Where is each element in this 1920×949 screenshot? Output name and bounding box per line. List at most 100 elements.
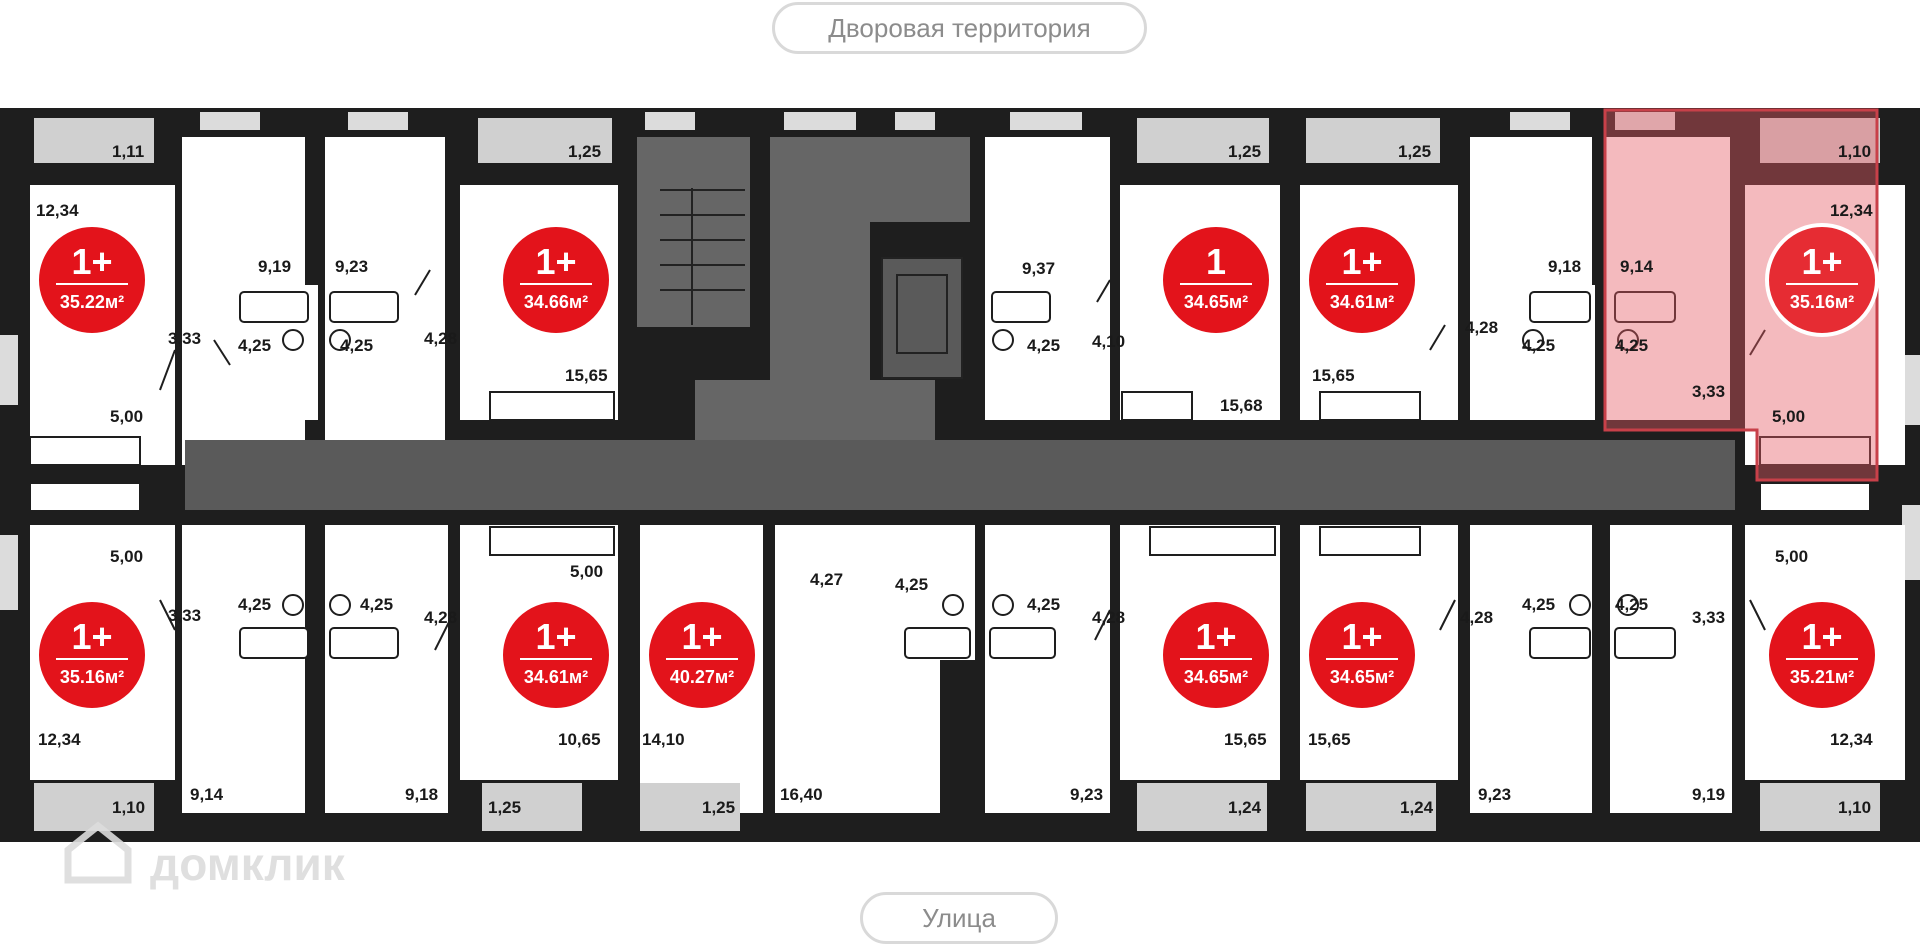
- area-label: 15,68: [1220, 396, 1263, 415]
- highlighted-apartment[interactable]: [1603, 108, 1879, 482]
- apartment-badge[interactable]: 1+ 35.21м²: [1765, 598, 1879, 712]
- area-label: 5,00: [1772, 407, 1805, 426]
- area-label: 15,65: [1312, 366, 1355, 385]
- apartment-badges: 1+35.22м²1+34.66м²134.65м²1+34.61м²1+35.…: [35, 223, 1879, 712]
- staircase-block: [637, 137, 970, 440]
- area-label: 9,19: [258, 257, 291, 276]
- area-label: 1,25: [568, 142, 601, 161]
- area-label: 9,37: [1022, 259, 1055, 278]
- area-label: 3,33: [168, 329, 201, 348]
- apartment-room-count: 1+: [1801, 241, 1842, 282]
- area-label: 3,33: [168, 606, 201, 625]
- area-label: 5,00: [1775, 547, 1808, 566]
- badge-circle: [499, 598, 613, 712]
- apartment-room-count: 1: [1206, 241, 1226, 282]
- badge-circle: [1765, 598, 1879, 712]
- area-label: 9,18: [405, 785, 438, 804]
- area-label: 1,24: [1400, 798, 1434, 817]
- area-label: 3,33: [1692, 382, 1725, 401]
- apartment-area: 40.27м²: [670, 667, 734, 687]
- area-label: 4,28: [1092, 608, 1125, 627]
- apartment-badge[interactable]: 1 34.65м²: [1159, 223, 1273, 337]
- apartment-area: 35.22м²: [60, 292, 124, 312]
- area-label: 4,25: [1615, 336, 1648, 355]
- area-label: 12,34: [1830, 201, 1873, 220]
- toilet-fixtures: [282, 329, 1639, 616]
- area-label: 5,00: [570, 562, 603, 581]
- area-label: 15,65: [565, 366, 608, 385]
- apartment-room-count: 1+: [535, 241, 576, 282]
- kitchen-counters: [29, 391, 1871, 556]
- area-label: 1,25: [488, 798, 521, 817]
- area-label: 10,65: [558, 730, 601, 749]
- area-label: 9,23: [1070, 785, 1103, 804]
- area-label: 9,23: [335, 257, 368, 276]
- area-label: 4,25: [1027, 595, 1060, 614]
- area-label: 4,25: [238, 336, 271, 355]
- apartment-room-count: 1+: [71, 616, 112, 657]
- apartment-badge[interactable]: 1+ 35.22м²: [35, 223, 149, 337]
- area-label: 4,25: [1615, 595, 1648, 614]
- apartment-badge[interactable]: 1+ 35.16м²: [35, 598, 149, 712]
- apartment-area: 35.16м²: [60, 667, 124, 687]
- area-label: 9,18: [1548, 257, 1581, 276]
- area-label: 9,23: [1478, 785, 1511, 804]
- area-label: 5,00: [110, 547, 143, 566]
- area-label: 4,25: [360, 595, 393, 614]
- area-label: 9,14: [190, 785, 224, 804]
- apartment-badge[interactable]: 1+34.61м²: [1305, 223, 1419, 337]
- area-label: 15,65: [1308, 730, 1351, 749]
- badge-circle: [1765, 223, 1879, 337]
- apartment-area: 35.21м²: [1790, 667, 1854, 687]
- badge-circle: [1159, 223, 1273, 337]
- area-label: 1,10: [1838, 798, 1871, 817]
- apartment-room-count: 1+: [1341, 616, 1382, 657]
- apartment-room-count: 1+: [1195, 616, 1236, 657]
- area-label: 1,10: [1838, 142, 1871, 161]
- area-label: 1,10: [112, 798, 145, 817]
- side-window: [1902, 355, 1920, 425]
- badge-circle: [35, 598, 149, 712]
- area-label: 15,65: [1224, 730, 1267, 749]
- apartment-badge[interactable]: 1+ 40.27м²: [645, 598, 759, 712]
- area-label: 1,25: [702, 798, 735, 817]
- apartment-badge[interactable]: 1+ 35.16м²: [1765, 223, 1879, 337]
- area-label: 1,25: [1228, 142, 1261, 161]
- side-window: [0, 535, 18, 610]
- apartment-badge[interactable]: 1+34.65м²: [1159, 598, 1273, 712]
- area-label: 4,25: [1522, 595, 1555, 614]
- area-label: 12,34: [36, 201, 79, 220]
- area-label: 4,25: [895, 575, 928, 594]
- area-label: 3,33: [1692, 608, 1725, 627]
- area-label: 12,34: [38, 730, 81, 749]
- apartment-area: 35.16м²: [1790, 292, 1854, 312]
- area-label: 4,27: [810, 570, 843, 589]
- apartment-room-count: 1+: [71, 241, 112, 282]
- apartment-area: 34.66м²: [524, 292, 588, 312]
- apartment-room-count: 1+: [1801, 616, 1842, 657]
- apartment-badge[interactable]: 1+ 34.66м²: [499, 223, 613, 337]
- area-label: 4,25: [238, 595, 271, 614]
- apartment-room-count: 1+: [681, 616, 722, 657]
- corridor: [185, 440, 1735, 510]
- area-label: 4,25: [1522, 336, 1555, 355]
- courtyard-orientation-label: Дворовая территория: [772, 2, 1147, 54]
- apartment-area: 34.65м²: [1184, 292, 1248, 312]
- door-swings: [159, 269, 1766, 651]
- area-label: 9,14: [1620, 257, 1654, 276]
- area-label: 4,28: [424, 329, 457, 348]
- badge-circle: [1305, 598, 1419, 712]
- bathtub-fixtures: [239, 291, 1676, 659]
- area-label: 9,19: [1692, 785, 1725, 804]
- apartment-area: 34.61м²: [1330, 292, 1394, 312]
- area-label: 1,25: [1398, 142, 1431, 161]
- apartment-badge[interactable]: 1+34.61м²: [499, 598, 613, 712]
- apartment-room-count: 1+: [535, 616, 576, 657]
- area-label: 4,10: [1092, 332, 1125, 351]
- area-label: 4,28: [1465, 318, 1498, 337]
- apartment-badge[interactable]: 1+34.65м²: [1305, 598, 1419, 712]
- badge-circle: [35, 223, 149, 337]
- area-label: 4,25: [340, 336, 373, 355]
